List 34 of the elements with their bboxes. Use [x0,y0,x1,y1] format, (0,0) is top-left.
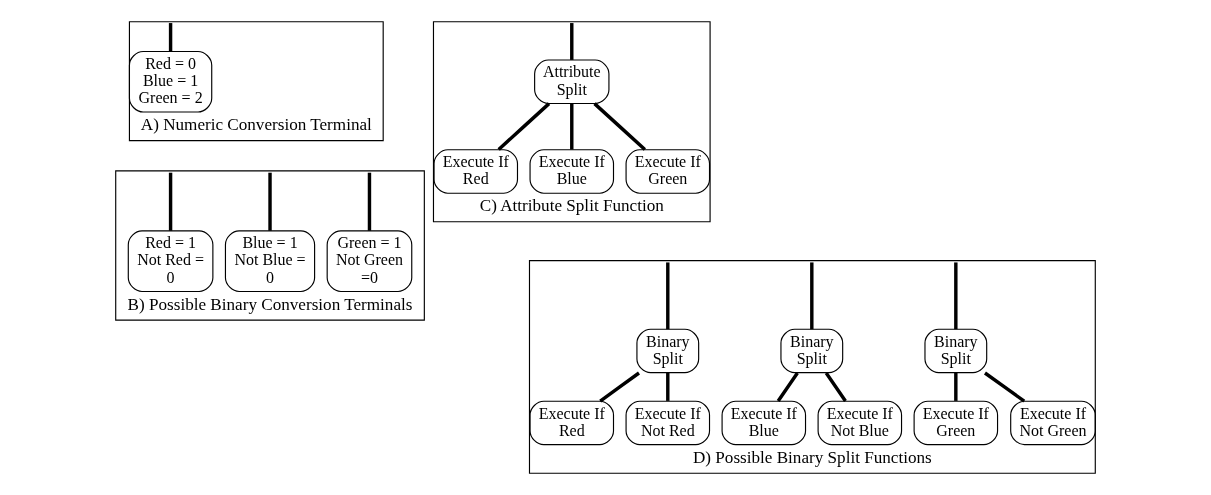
node-box: Execute If Blue [721,400,807,446]
node-box: Execute If Red [433,149,519,194]
node-box: Red = 0 Blue = 1 Green = 2 [128,50,213,113]
connector [954,262,958,330]
node-box: Execute If Blue [529,149,615,194]
node-box: Green = 1 Not Green =0 [326,230,413,293]
connector [666,373,670,401]
connector [570,103,574,150]
node-box: Binary Split [924,328,988,374]
node-box: Execute If Green [625,149,711,194]
node-box: Binary Split [636,328,700,374]
connector [570,23,574,60]
connector [983,371,1026,403]
connector [168,172,173,231]
connector [593,102,647,151]
node-box: Execute If Not Green [1010,400,1096,446]
node-box: Binary Split [780,328,844,374]
connector [824,372,847,402]
node-box: Execute If Not Red [625,400,711,446]
connector [497,102,551,151]
connector [666,262,670,330]
connector [954,373,958,401]
node-box: Attribute Split [534,59,610,105]
node-box: Execute If Green [913,400,999,446]
connector [367,172,372,231]
connector [776,372,799,402]
node-box: Execute If Not Blue [817,400,903,446]
connector [268,172,272,231]
connector [810,262,814,330]
connector [599,371,640,403]
node-box: Red = 1 Not Red = 0 [127,230,214,293]
node-box: Blue = 1 Not Blue = 0 [224,230,316,293]
node-box: Execute If Red [529,400,615,446]
connector [168,23,173,52]
